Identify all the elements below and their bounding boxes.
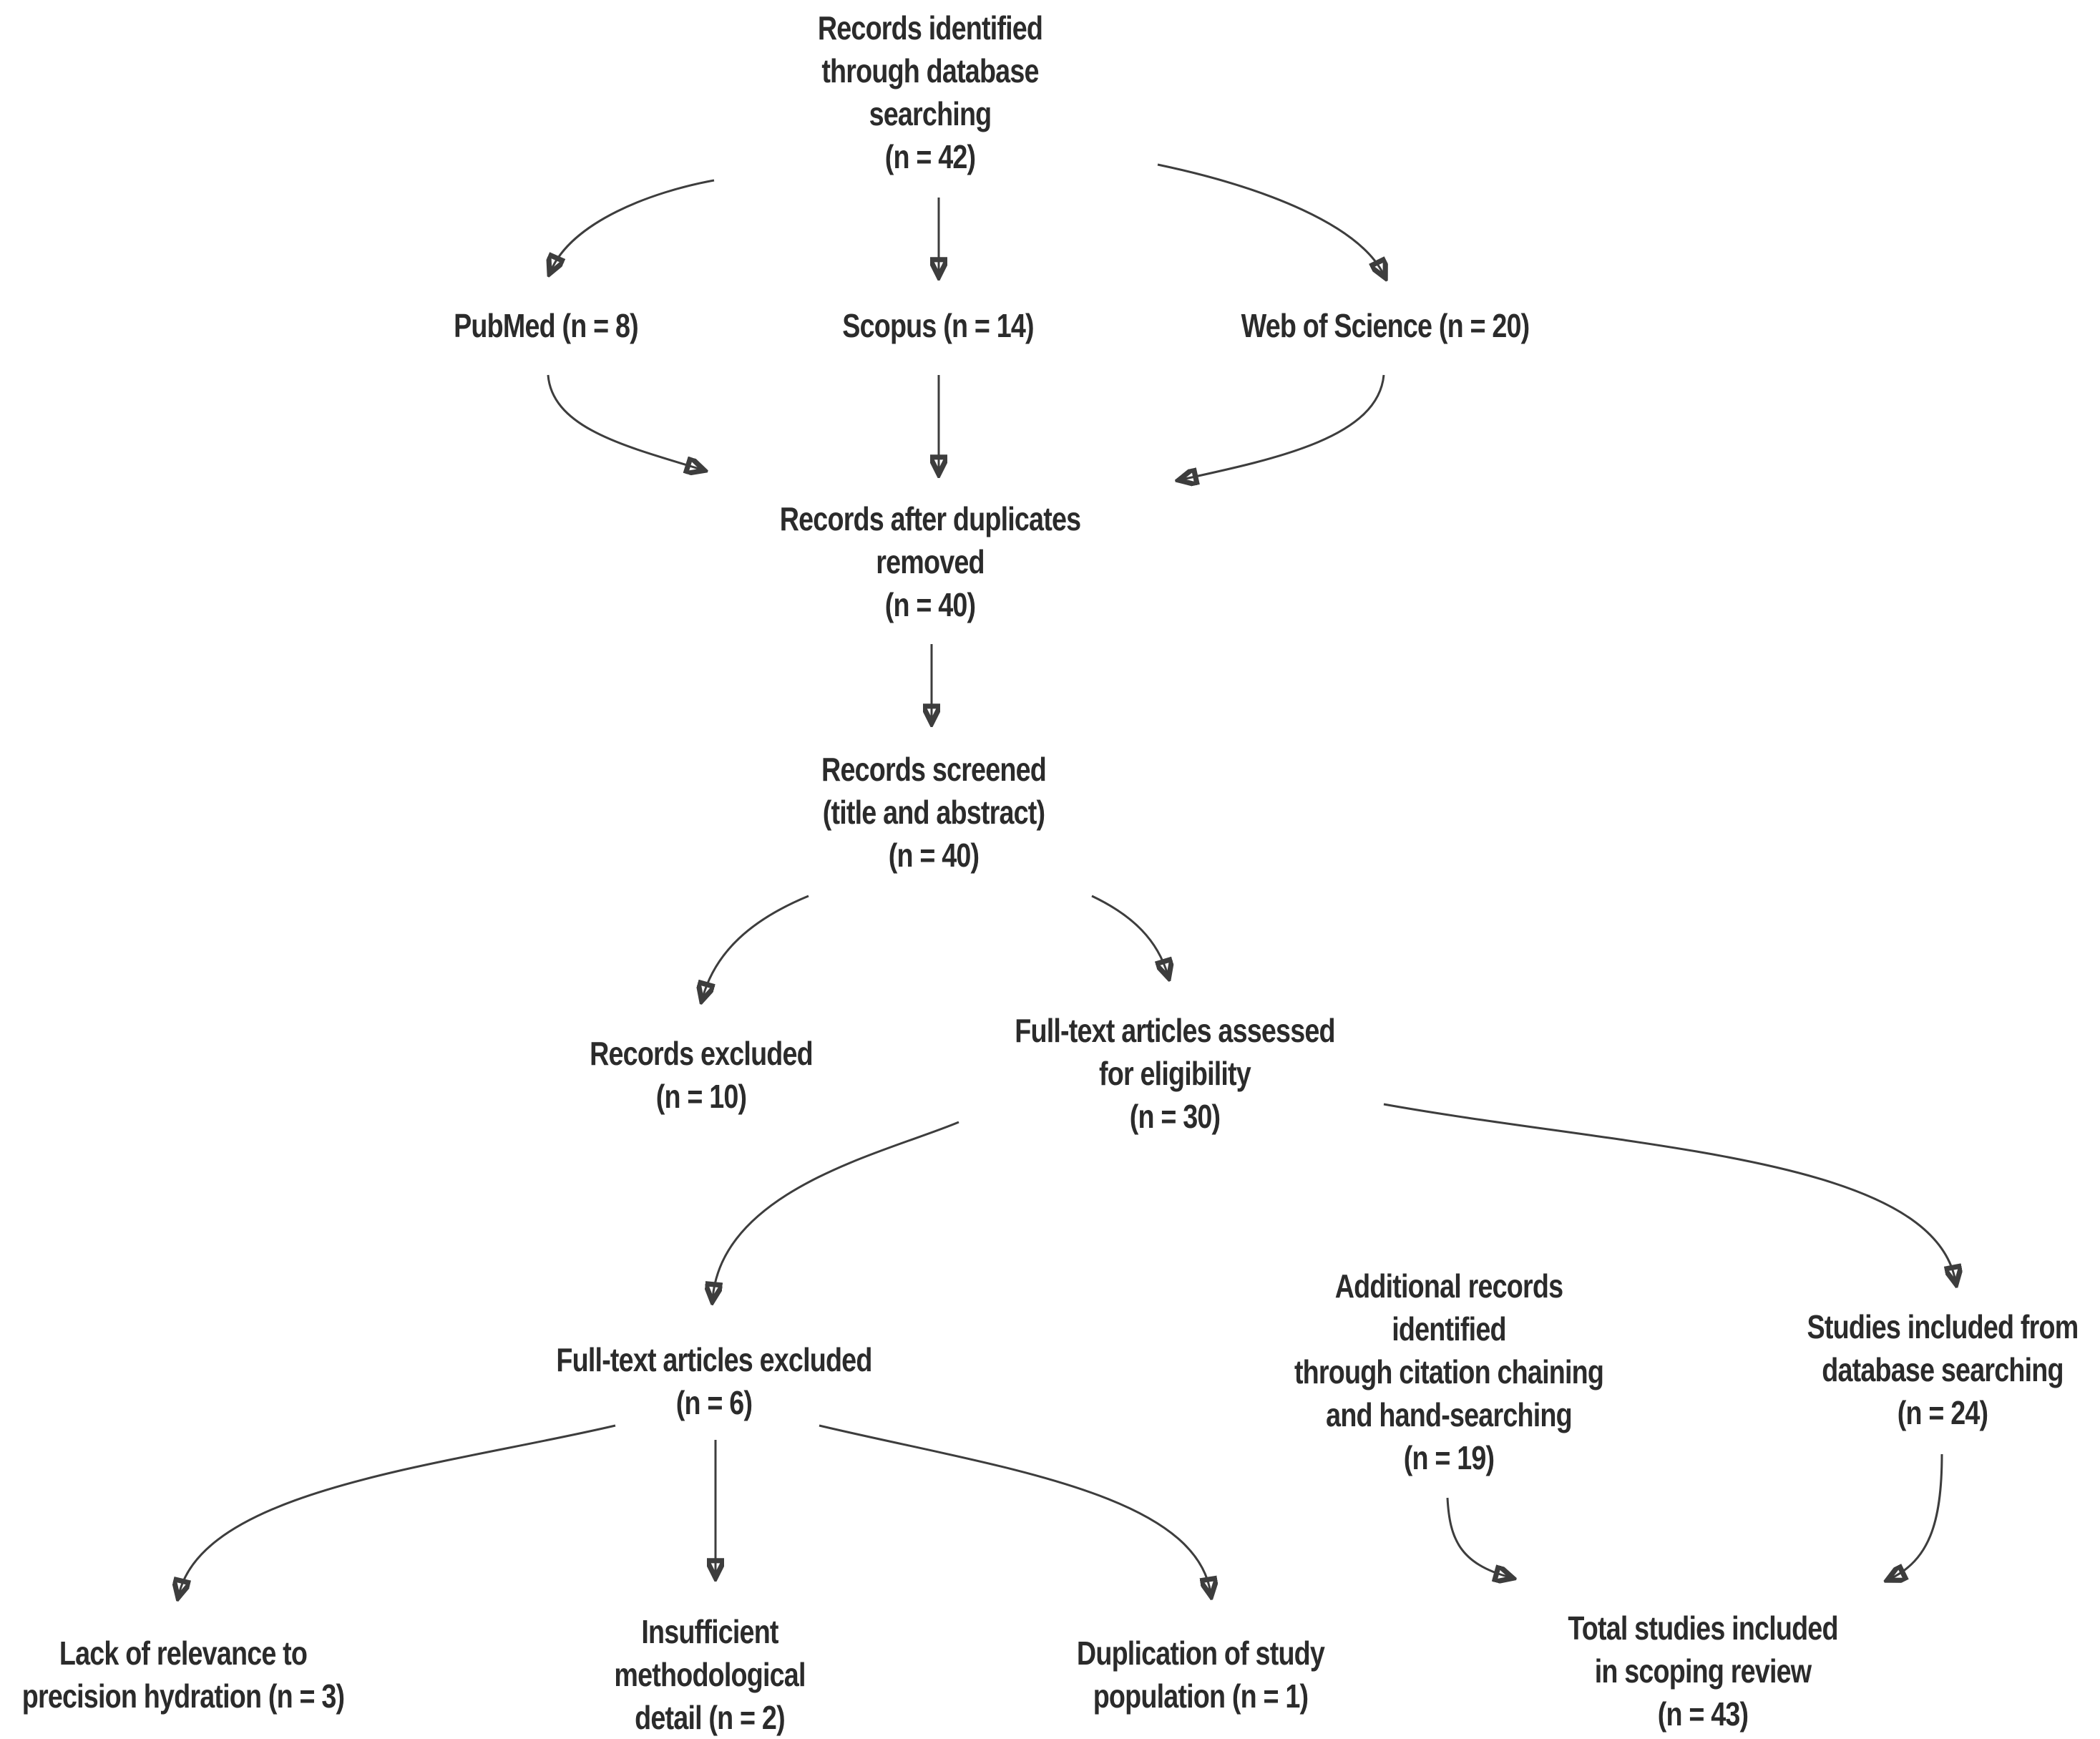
- node-count: precision hydration (n = 3): [21, 1677, 345, 1715]
- arrow-assessed-to-db-included: [1383, 1103, 1955, 1281]
- node-count: population (n = 1): [1093, 1677, 1309, 1715]
- node-text-line: through database: [821, 52, 1039, 89]
- node-text-line: methodological: [614, 1656, 806, 1693]
- node-text-line: Records excluded: [590, 1035, 814, 1072]
- arrow-dbincluded-to-total: [1890, 1453, 1943, 1579]
- node-text-line: searching: [869, 95, 992, 132]
- node-studies-included-db: Studies included from database searching…: [1807, 1305, 2079, 1434]
- node-text-line: Full-text articles excluded: [556, 1341, 872, 1378]
- node-count: (n = 19): [1403, 1439, 1495, 1476]
- node-text-line: and hand-searching: [1326, 1396, 1572, 1433]
- node-text-line: Records identified: [817, 9, 1043, 47]
- arrow-assessed-to-ft-excluded: [713, 1121, 959, 1298]
- node-text-line: (title and abstract): [822, 794, 1045, 831]
- node-text-line: through citation chaining: [1294, 1353, 1604, 1390]
- node-count: (n = 40): [888, 837, 980, 874]
- node-duplication: Duplication of study population (n = 1): [1076, 1632, 1325, 1718]
- arrow-screened-to-assessed: [1091, 895, 1168, 975]
- arrow-additional-to-total: [1446, 1497, 1510, 1577]
- node-scopus: Scopus (n = 14): [842, 304, 1034, 347]
- arrow-ftexcluded-to-lack: [179, 1424, 616, 1594]
- node-text-line: Additional records: [1334, 1267, 1563, 1305]
- arrow-identified-to-wos: [1157, 163, 1384, 275]
- node-text-line: Insufficient: [641, 1613, 778, 1650]
- node-records-screened: Records screened (title and abstract) (n…: [821, 748, 1047, 877]
- node-count: (n = 24): [1897, 1394, 1988, 1431]
- node-text-line: Full-text articles assessed: [1015, 1012, 1335, 1049]
- node-pubmed: PubMed (n = 8): [454, 304, 639, 347]
- node-text-line: for eligibility: [1099, 1055, 1251, 1092]
- node-text-line: Lack of relevance to: [59, 1635, 308, 1672]
- node-count: (n = 6): [675, 1384, 753, 1421]
- node-fulltext-excluded: Full-text articles excluded (n = 6): [556, 1338, 872, 1424]
- node-text-line: Records screened: [821, 751, 1047, 788]
- node-text-line: identified: [1392, 1310, 1506, 1348]
- node-additional-records: Additional records identified through ci…: [1294, 1265, 1604, 1479]
- node-text-line: removed: [876, 543, 985, 580]
- node-lack-of-relevance: Lack of relevance to precision hydration…: [21, 1632, 345, 1718]
- node-text-line: Scopus (n = 14): [842, 307, 1034, 344]
- node-text-line: Total studies included: [1568, 1609, 1838, 1647]
- node-web-of-science: Web of Science (n = 20): [1241, 304, 1530, 347]
- node-text-line: in scoping review: [1594, 1652, 1812, 1690]
- arrow-pubmed-to-dedup: [547, 374, 701, 469]
- arrow-identified-to-pubmed: [551, 179, 715, 271]
- node-count: (n = 30): [1129, 1098, 1221, 1135]
- node-count: (n = 40): [884, 586, 976, 623]
- node-records-after-duplicates: Records after duplicates removed (n = 40…: [780, 497, 1081, 626]
- node-text-line: Web of Science (n = 20): [1241, 307, 1530, 344]
- node-text-line: database searching: [1822, 1351, 2064, 1388]
- node-text-line: PubMed (n = 8): [454, 307, 639, 344]
- node-text-line: Duplication of study: [1076, 1635, 1325, 1672]
- node-fulltext-assessed: Full-text articles assessed for eligibil…: [1015, 1009, 1335, 1138]
- node-count: (n = 10): [655, 1078, 747, 1115]
- node-count: detail (n = 2): [635, 1699, 785, 1736]
- node-count: (n = 43): [1657, 1695, 1749, 1733]
- arrow-ftexcluded-to-duplication: [819, 1424, 1211, 1593]
- node-records-identified: Records identified through database sear…: [817, 6, 1043, 178]
- arrow-screened-to-excluded: [703, 895, 809, 998]
- node-text-line: Studies included from: [1807, 1308, 2079, 1345]
- node-records-excluded: Records excluded (n = 10): [590, 1032, 814, 1118]
- node-insufficient-detail: Insufficient methodological detail (n = …: [614, 1610, 806, 1739]
- node-count: (n = 42): [884, 138, 976, 175]
- node-total-included: Total studies included in scoping review…: [1568, 1607, 1838, 1735]
- arrow-wos-to-dedup: [1182, 374, 1385, 479]
- node-text-line: Records after duplicates: [779, 500, 1081, 537]
